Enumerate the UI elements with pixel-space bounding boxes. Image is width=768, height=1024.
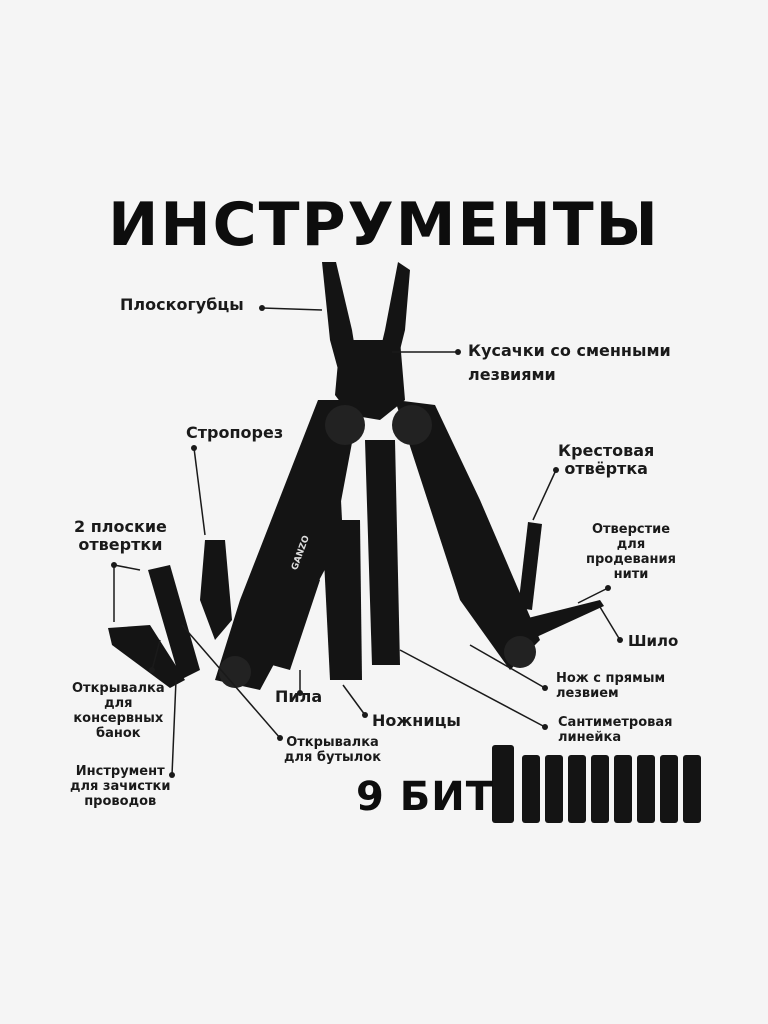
label-line: Инструмент	[75, 764, 165, 779]
label-pliers: Плоскогубцы	[120, 295, 244, 314]
label-can-opener: Открывалка для консервных банок	[72, 681, 165, 742]
label-line: Кусачки со сменными	[468, 341, 671, 360]
label-straight-knife: Нож с прямым лезвием	[556, 671, 666, 702]
label-line: лезвиями	[468, 365, 556, 385]
saw-image	[270, 560, 320, 670]
label-line: Отверстие	[591, 522, 671, 537]
bits-image	[492, 745, 701, 823]
bits-label: 9 БИТ	[356, 774, 495, 820]
label-line: Открывалка	[72, 681, 165, 696]
label-line: Открывалка	[286, 735, 379, 750]
label-phillips: Крестовая отвёртка	[558, 441, 655, 479]
label-line: Нож с прямым	[556, 671, 666, 686]
label-line: лезвием	[556, 685, 619, 701]
label-line: для бутылок	[284, 749, 382, 765]
flat-screwdrivers-image	[108, 565, 200, 688]
label-line: консервных	[73, 710, 164, 726]
pointer-lines	[113, 307, 621, 776]
label-line: отвертки	[78, 535, 163, 555]
label-line: для зачистки	[70, 778, 171, 794]
label-line: банок	[96, 725, 141, 741]
pointer-dots	[111, 305, 623, 778]
awl-image	[520, 600, 604, 640]
label-line: для	[104, 695, 133, 711]
label-scissors: Ножницы	[372, 711, 461, 730]
label-line: Сантиметровая	[558, 715, 673, 730]
label-line: нити	[613, 566, 649, 582]
pliers-image	[322, 262, 410, 420]
label-line: линейка	[558, 729, 622, 745]
label-thread-hole: Отверстие для продевания нити	[586, 522, 676, 583]
phillips-image	[518, 522, 542, 610]
label-ruler: Сантиметровая линейка	[558, 715, 673, 746]
label-saw: Пила	[275, 687, 323, 706]
label-line: 2 плоские	[74, 517, 167, 536]
scissors-image	[320, 480, 362, 680]
label-wire-stripper: Инструмент для зачистки проводов	[70, 764, 171, 810]
label-awl: Шило	[628, 632, 679, 650]
strap-cutter-image	[200, 540, 232, 640]
label-line: продевания	[586, 551, 676, 567]
label-bottle-opener: Открывалка для бутылок	[284, 735, 382, 766]
ruler-image	[365, 440, 400, 665]
label-line: отвёртка	[564, 459, 648, 479]
label-line: проводов	[84, 793, 157, 809]
handles-image	[215, 400, 540, 690]
label-line: Крестовая	[558, 441, 655, 460]
page-title: ИНСТРУМЕНТЫ	[108, 190, 660, 260]
label-line: для	[616, 536, 646, 552]
label-wire-cutters: Кусачки со сменными лезвиями	[468, 341, 671, 385]
label-flat-screwdrivers: 2 плоские отвертки	[74, 517, 167, 555]
label-strap-cutter: Стропорез	[186, 423, 284, 442]
